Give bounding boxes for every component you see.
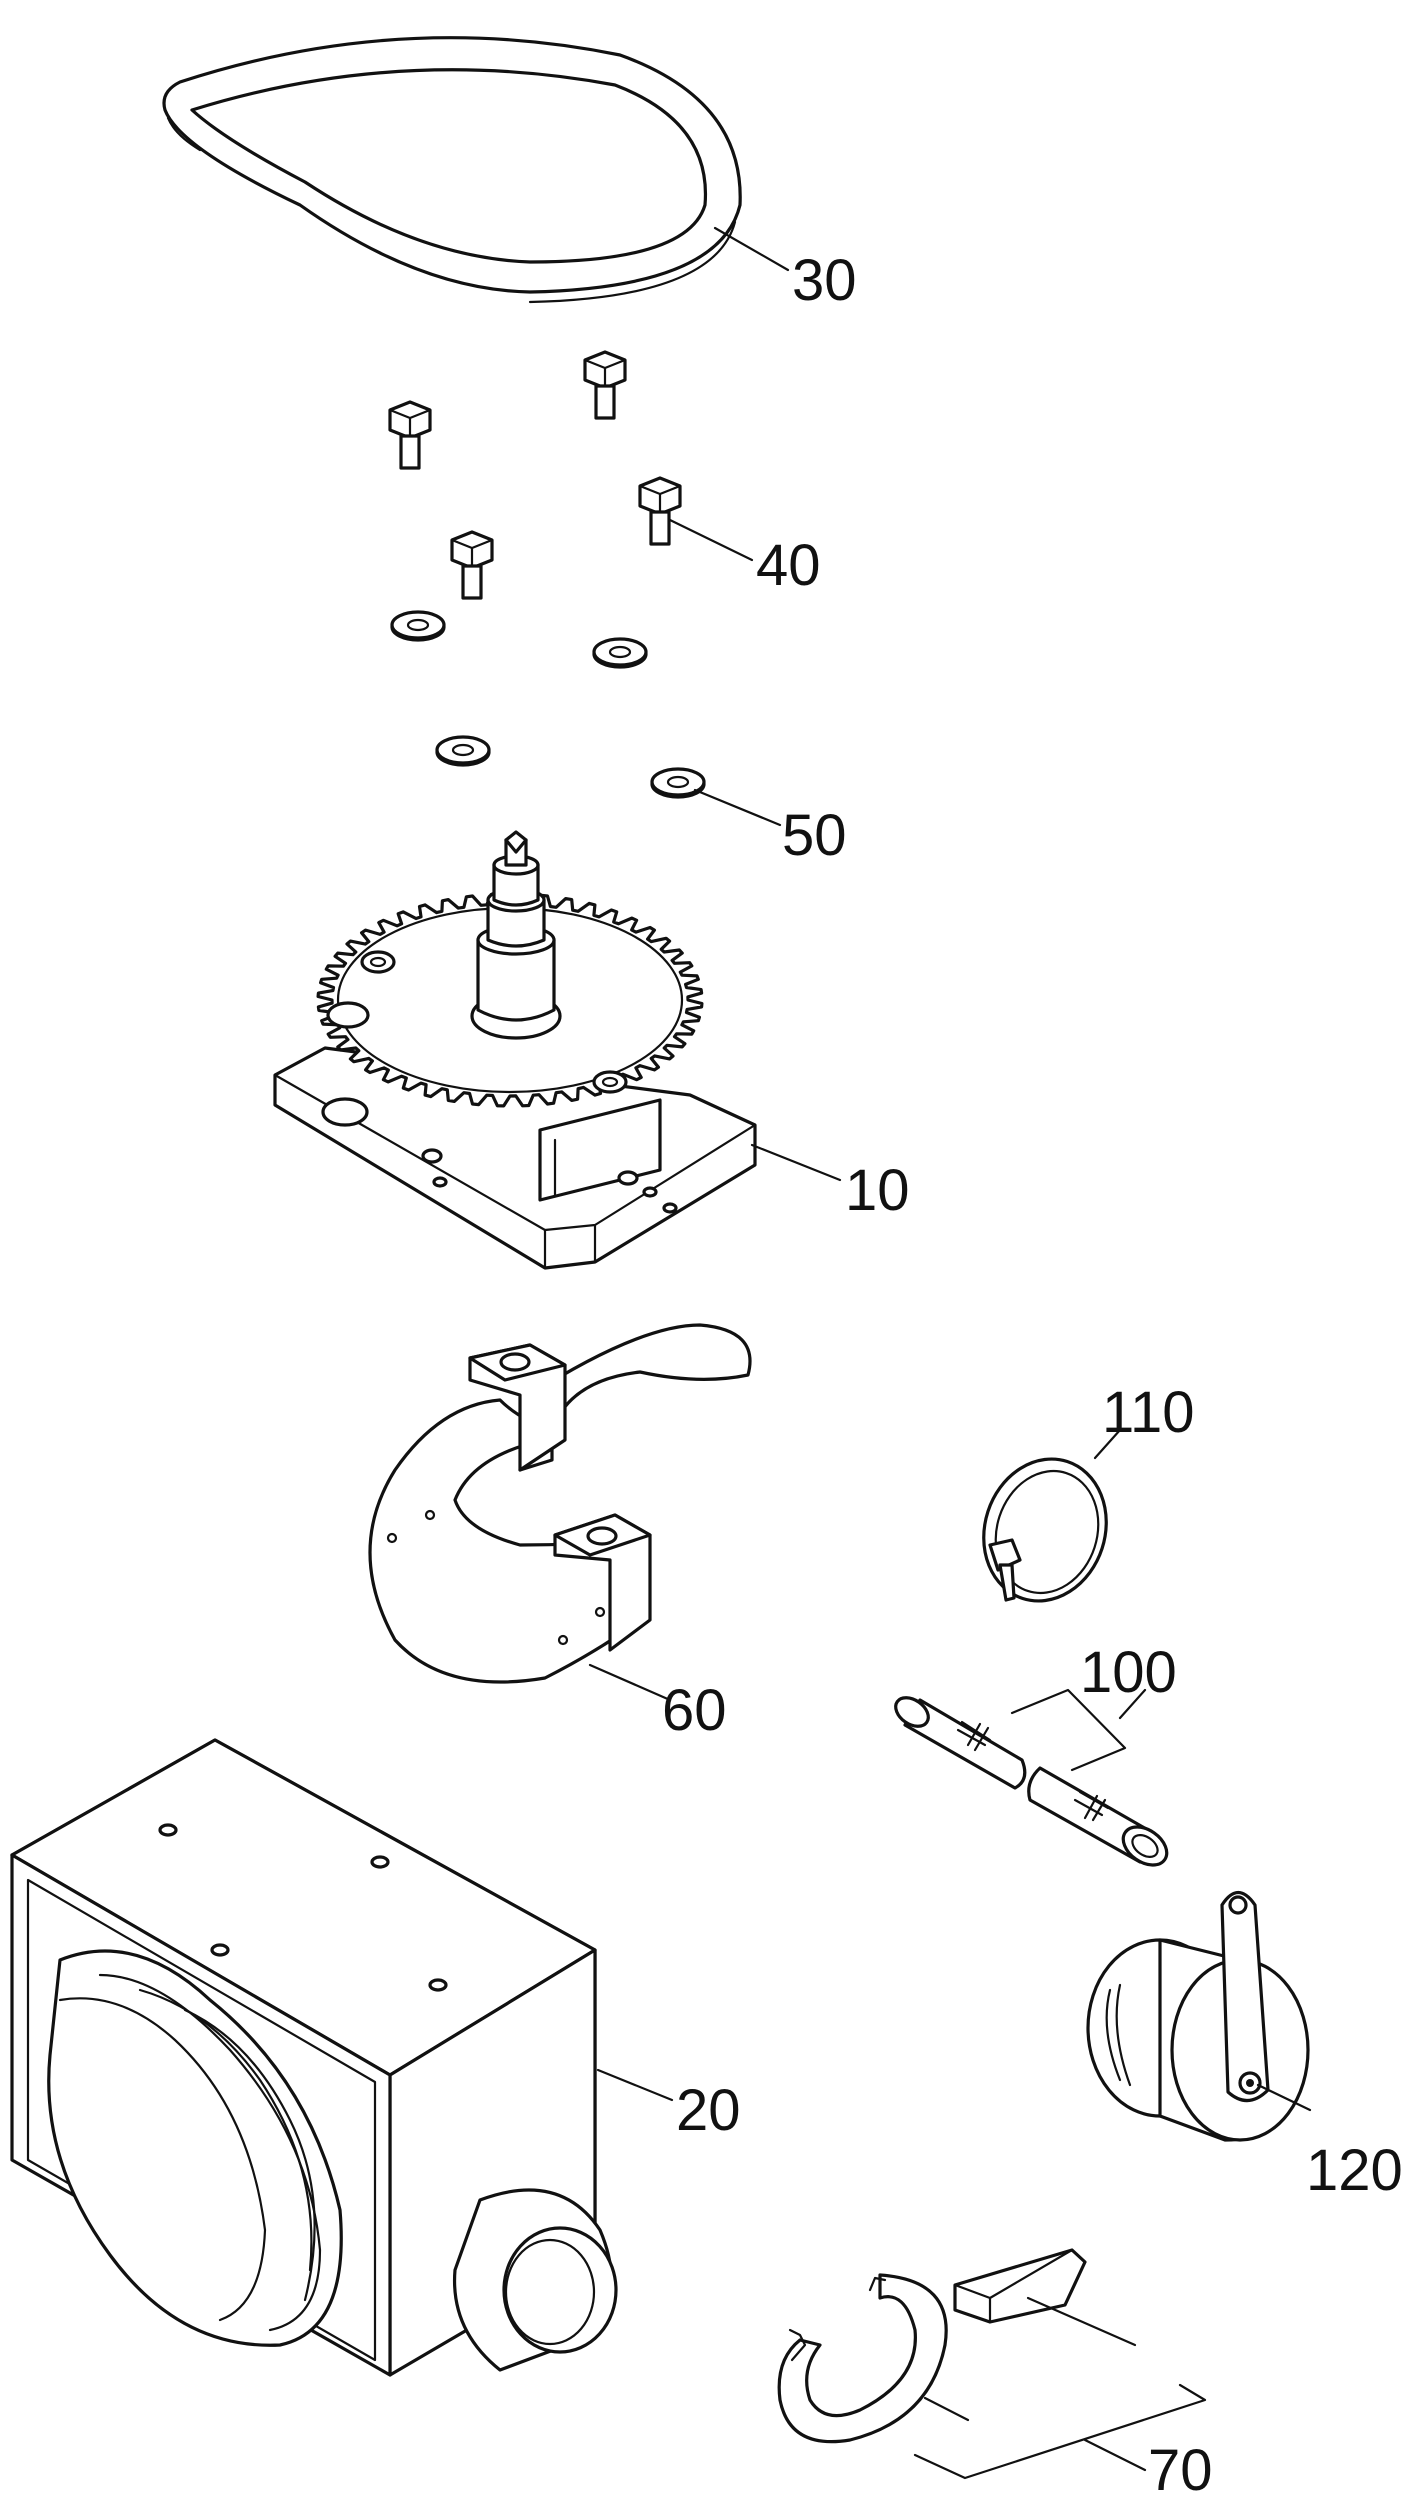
callout-110: 110	[1102, 1380, 1194, 1445]
nut	[360, 950, 396, 974]
washer	[435, 735, 491, 767]
bolt	[388, 400, 432, 470]
leader-lines	[588, 226, 1312, 2112]
washer	[390, 610, 446, 642]
bolts-part-40	[388, 350, 682, 600]
split-tube-part-100	[894, 1688, 1169, 1867]
nut	[592, 1070, 628, 1094]
washer	[592, 637, 648, 669]
callout-30: 30	[792, 248, 857, 313]
callout-10: 10	[845, 1158, 910, 1223]
callout-20: 20	[676, 2078, 741, 2143]
housing-part-20	[10, 1738, 618, 2377]
gear-plate-part-10	[273, 830, 757, 1270]
pulley-part-120	[1086, 1890, 1310, 2142]
callout-120: 120	[1306, 2138, 1403, 2203]
hose-clamp-part-110	[982, 1457, 1108, 1603]
callout-50: 50	[782, 803, 847, 868]
washers-part-50	[390, 610, 706, 799]
callout-100: 100	[1080, 1640, 1177, 1705]
bolt	[638, 476, 682, 546]
bolt	[450, 530, 494, 600]
callout-60: 60	[662, 1678, 727, 1743]
washer	[650, 767, 706, 799]
belt-part-30	[162, 36, 742, 304]
callout-40: 40	[756, 533, 821, 598]
clip-part-70	[777, 2248, 1207, 2480]
bracket-part-60	[368, 1323, 752, 1684]
callout-70: 70	[1148, 2438, 1213, 2500]
bolt	[583, 350, 627, 420]
